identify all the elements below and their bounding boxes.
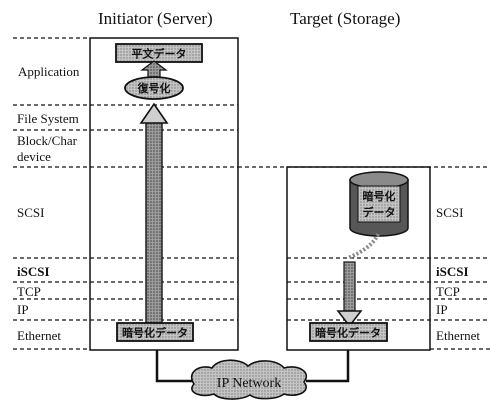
plaintext-data-box xyxy=(115,43,203,63)
ip-network-label: IP Network xyxy=(217,376,281,391)
ip-network-cloud xyxy=(190,359,308,400)
layer-label-ip: IP xyxy=(17,302,29,317)
layer-label-block-char: Block/Char xyxy=(17,133,78,148)
layer-label-application: Application xyxy=(18,64,80,79)
network-links xyxy=(155,350,350,383)
layer-label-scsi: SCSI xyxy=(17,205,44,220)
server-encrypted-data-label: 暗号化データ xyxy=(122,326,188,340)
right-layer-label-tcp: TCP xyxy=(436,284,460,299)
decrypt-up-arrow xyxy=(140,60,168,79)
server-upward-arrow xyxy=(139,102,169,326)
decrypt-ellipse xyxy=(124,76,184,100)
server-box xyxy=(89,37,239,351)
plaintext-data-label: 平文データ xyxy=(132,47,187,61)
cylinder-connector xyxy=(347,233,380,260)
cylinder-label-line1: 暗号化 xyxy=(363,189,396,203)
layer-label-device: device xyxy=(17,149,51,164)
initiator-header: Initiator (Server) xyxy=(98,9,213,28)
right-layer-label-ethernet: Ethernet xyxy=(436,328,480,343)
right-layer-label-iscsi: iSCSI xyxy=(436,264,469,279)
layer-label-iscsi: iSCSI xyxy=(17,264,50,279)
storage-encrypted-data-label: 暗号化データ xyxy=(315,326,381,340)
decrypt-label: 復号化 xyxy=(137,81,171,95)
right-layer-label-ip: IP xyxy=(436,302,448,317)
left-layer-separators xyxy=(13,37,88,350)
server-encrypted-data-box xyxy=(116,322,194,342)
storage-downward-arrow xyxy=(336,261,363,328)
storage-layer-separators xyxy=(238,166,490,350)
layer-label-ethernet: Ethernet xyxy=(17,328,61,343)
target-header: Target (Storage) xyxy=(290,9,400,28)
right-layer-label-scsi: SCSI xyxy=(436,205,463,220)
cylinder-label-line2: データ xyxy=(363,205,396,219)
encrypted-data-cylinder xyxy=(349,171,409,237)
server-layer-separators xyxy=(90,104,238,321)
layer-label-file-system: File System xyxy=(17,111,79,126)
storage-encrypted-data-box xyxy=(309,322,388,342)
layer-label-tcp: TCP xyxy=(17,284,41,299)
